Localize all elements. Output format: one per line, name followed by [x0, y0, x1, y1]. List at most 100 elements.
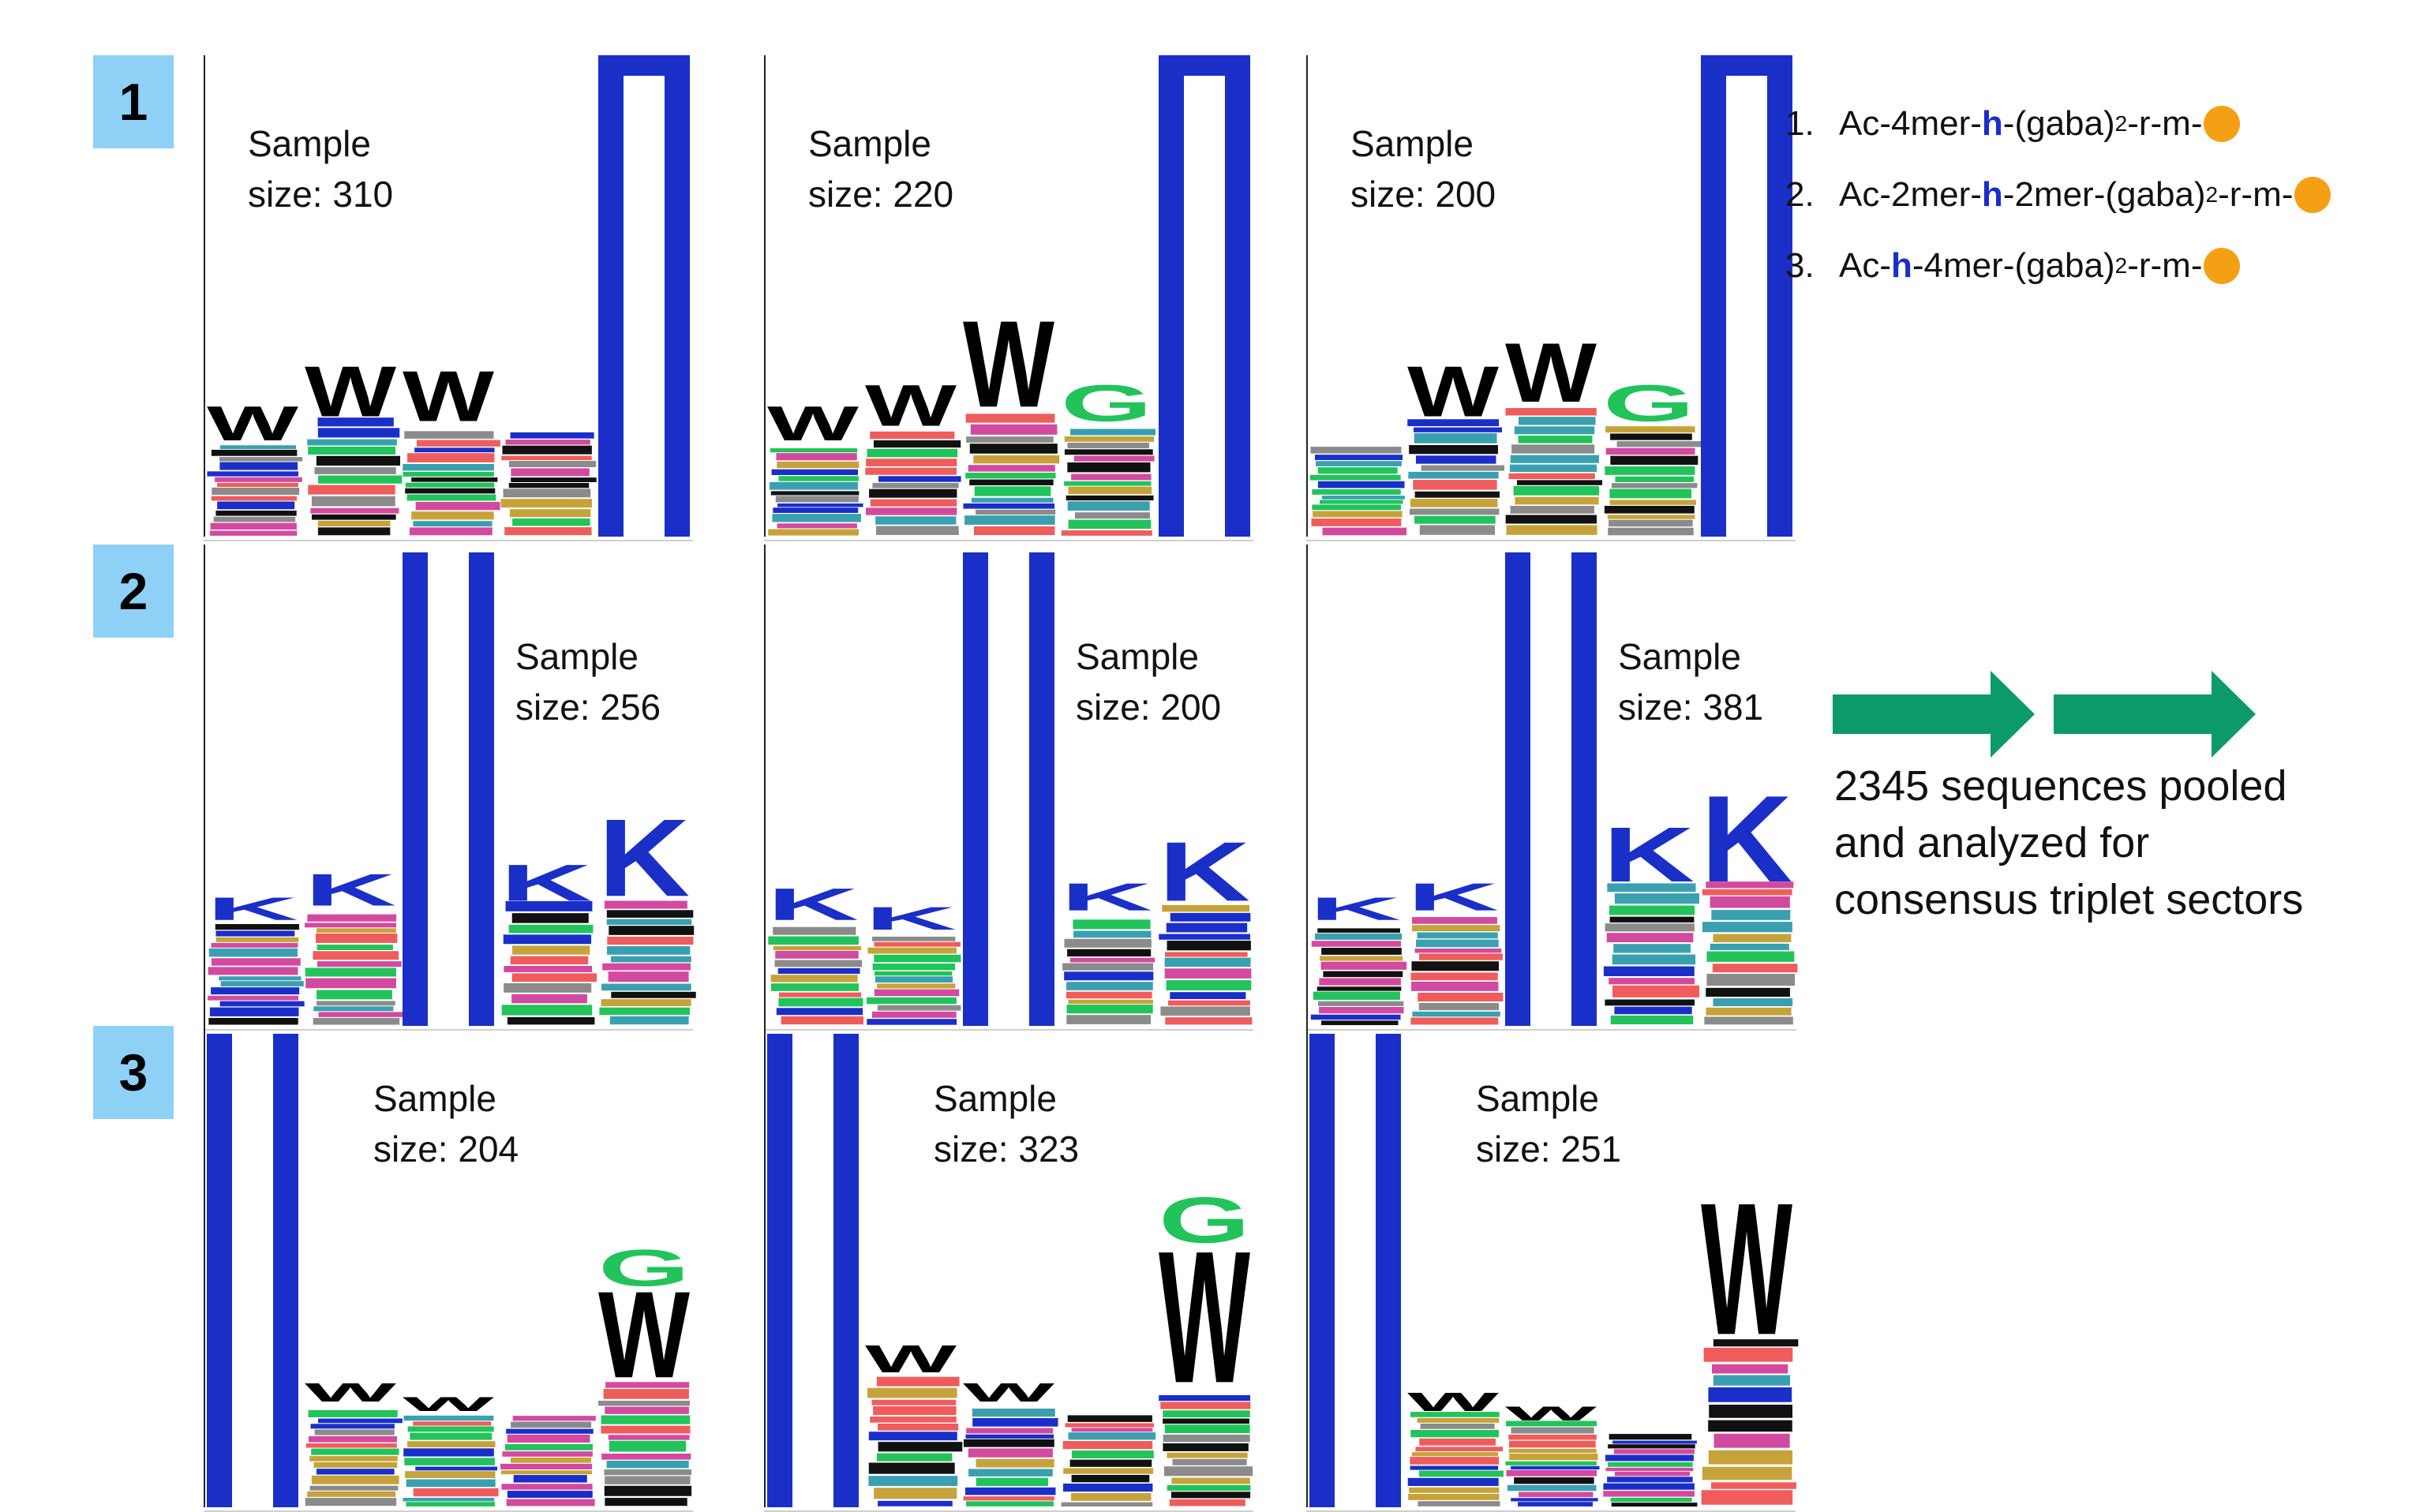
logo-baseline [764, 1029, 1253, 1031]
residue-stripe [1701, 1490, 1793, 1505]
sample-size-label: Sample size: 204 [373, 1073, 519, 1174]
residue-stripe [611, 991, 696, 998]
residue-stripe [1064, 436, 1155, 442]
logo-y-axis [204, 1026, 205, 1507]
residue-stripe [1066, 1005, 1153, 1014]
residue-stripe [1511, 1498, 1598, 1502]
histidine-pillar [403, 552, 428, 1026]
residue-stripe [1611, 483, 1698, 488]
residue-stripe [313, 1017, 400, 1025]
residue-stripe [219, 1001, 305, 1007]
residue-stripe [1311, 941, 1401, 947]
residue-stripe [1519, 1491, 1594, 1498]
consensus-letter: W [598, 1266, 690, 1404]
residue-stripe [1068, 519, 1152, 530]
legend-number: 3. [1785, 246, 1815, 285]
residue-stripe [1605, 447, 1695, 455]
residue-stripe [1413, 427, 1502, 432]
residue-stripe [609, 1440, 687, 1452]
residue-stripe [1407, 419, 1500, 427]
residue-stripe [1416, 939, 1499, 948]
residue-stripe [1609, 978, 1695, 985]
sample-label-text: Sample [515, 636, 639, 677]
residue-stripe [966, 1428, 1054, 1434]
residue-stripe [1418, 1501, 1500, 1506]
residue-stripe [1709, 1405, 1793, 1418]
residue-stripe [875, 976, 953, 983]
histidine-pillar [767, 1034, 792, 1507]
residue-stripe [1166, 923, 1248, 933]
consensus-letter: K [305, 866, 397, 916]
consensus-letter: G [598, 1238, 690, 1297]
residue-stripe [219, 976, 302, 981]
sample-size-value: size: 204 [373, 1128, 519, 1170]
residue-stripe [1170, 912, 1251, 922]
residue-stripe [876, 526, 959, 535]
residue-stripe [775, 950, 859, 959]
residue-stripe [1420, 1423, 1495, 1429]
residue-stripe [1408, 1494, 1500, 1500]
residue-stripe [1514, 426, 1595, 435]
residue-stripe [308, 446, 396, 455]
residue-stripe [215, 477, 302, 482]
residue-stripe [1320, 1020, 1399, 1025]
residue-stripe [1514, 1477, 1594, 1484]
residue-stripe [511, 477, 597, 482]
residue-stripe [308, 485, 395, 495]
residue-stripe [1505, 1420, 1597, 1427]
residue-stripe [403, 1498, 495, 1502]
residue-stripe [1506, 525, 1597, 535]
residue-stripe [1064, 971, 1154, 981]
residue-stripe [870, 499, 957, 507]
residue-stripe [211, 987, 300, 995]
residue-stripe [220, 445, 296, 450]
residue-stripe [500, 1470, 593, 1475]
residue-stripe [873, 440, 961, 448]
sample-label-text: Sample [1350, 123, 1474, 164]
consensus-letter: W [305, 353, 397, 432]
residue-stripe [307, 439, 397, 446]
residue-stripe [1169, 1499, 1245, 1506]
residue-stripe [1603, 966, 1695, 977]
residue-stripe [1163, 1443, 1249, 1451]
residue-stripe [1414, 432, 1497, 443]
residue-stripe [1311, 518, 1402, 526]
residue-stripe [1073, 919, 1151, 930]
residue-stripe [963, 503, 1055, 509]
sample-label-text: Sample [373, 1078, 496, 1119]
residue-stripe [215, 937, 299, 942]
residue-stripe [316, 1469, 395, 1475]
residue-stripe [1321, 948, 1402, 955]
residue-stripe [406, 1479, 496, 1488]
residue-stripe [407, 1441, 496, 1447]
consensus-letter: K [598, 795, 690, 919]
residue-stripe [1064, 481, 1152, 486]
residue-stripe [511, 994, 587, 1004]
pooling-arrows [1833, 671, 2256, 758]
residue-stripe [501, 455, 592, 461]
residue-stripe [1164, 968, 1252, 979]
residue-stripe [1708, 1450, 1793, 1465]
residue-stripe [871, 1399, 957, 1405]
residue-stripe [1409, 1487, 1500, 1493]
residue-stripe [310, 507, 399, 514]
residue-stripe [414, 447, 495, 453]
residue-stripe [210, 522, 297, 530]
residue-stripe [508, 924, 594, 934]
histidine-pillar [1571, 552, 1597, 1026]
residue-stripe [769, 481, 859, 490]
residue-stripe [1310, 447, 1402, 454]
legend-subscript: 2 [2205, 182, 2219, 207]
residue-stripe [1411, 1452, 1499, 1457]
residue-stripe [1160, 1402, 1251, 1409]
residue-stripe [599, 1007, 690, 1016]
residue-stripe [1066, 991, 1152, 999]
residue-stripe [1320, 961, 1407, 970]
sample-label-text: Sample [1476, 1078, 1599, 1119]
residue-stripe [772, 514, 861, 522]
